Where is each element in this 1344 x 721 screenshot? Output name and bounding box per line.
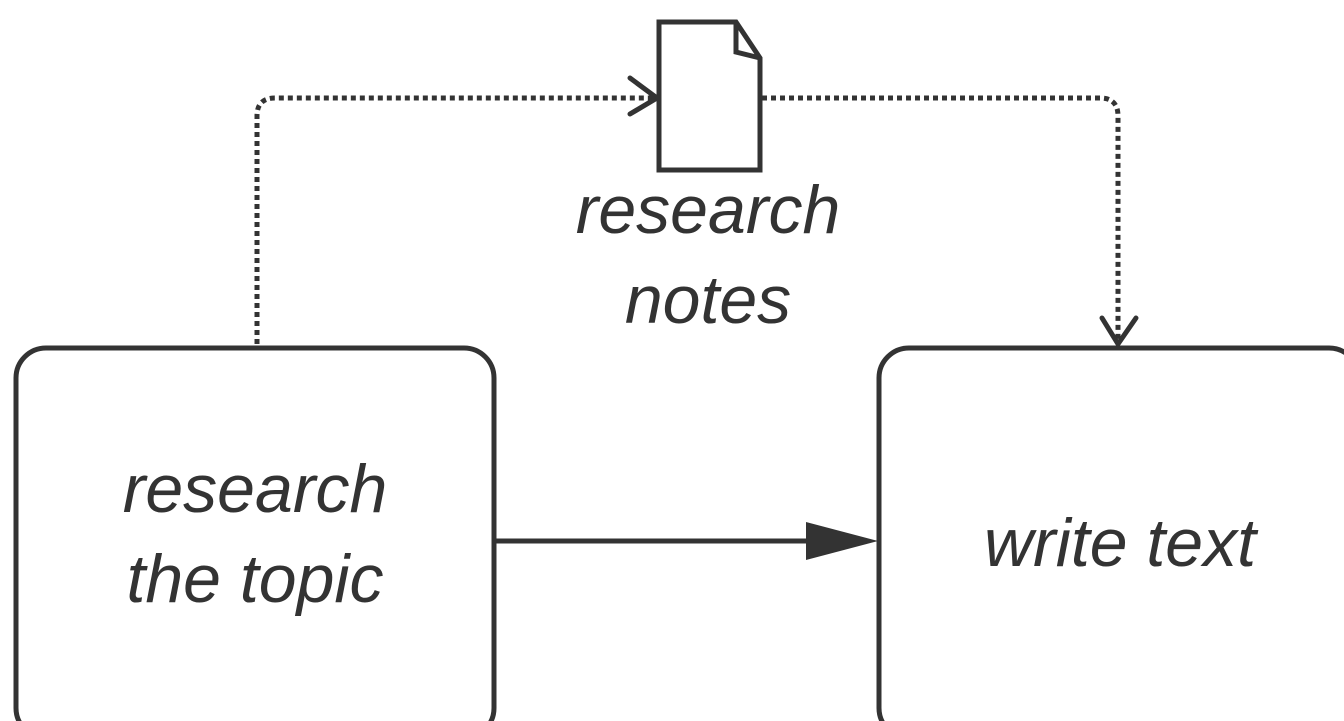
research-notes-line2: notes: [625, 262, 791, 338]
document-icon-page: [656, 19, 763, 173]
node-write-text[interactable]: write text: [876, 345, 1344, 721]
research-notes-line1: research: [576, 172, 841, 248]
research-notes-label: research: [576, 172, 841, 248]
edge-to-notes-line: [254, 95, 655, 344]
write-text-label: write text: [984, 505, 1259, 581]
edge-main-flow: [496, 522, 878, 560]
node-research-topic-box[interactable]: [13, 345, 497, 721]
edge-main-flow-arrowhead: [806, 522, 878, 560]
node-research-topic-label-line2: the topic: [126, 541, 383, 617]
node-research-topic-label: research: [123, 451, 388, 527]
node-write-text-box[interactable]: [876, 345, 1344, 721]
edge-from-notes: [762, 95, 1139, 347]
research-topic-line1: research: [123, 451, 388, 527]
edge-from-notes-arrowhead: [1099, 315, 1139, 347]
node-research-topic[interactable]: research the topic: [13, 345, 497, 721]
edge-from-notes-line: [762, 95, 1121, 340]
research-notes-label-line2: notes: [625, 262, 791, 338]
document-icon-fold: [733, 22, 761, 61]
node-write-text-label: write text: [984, 505, 1259, 581]
research-topic-line2: the topic: [126, 541, 383, 617]
document-icon: [656, 19, 763, 173]
